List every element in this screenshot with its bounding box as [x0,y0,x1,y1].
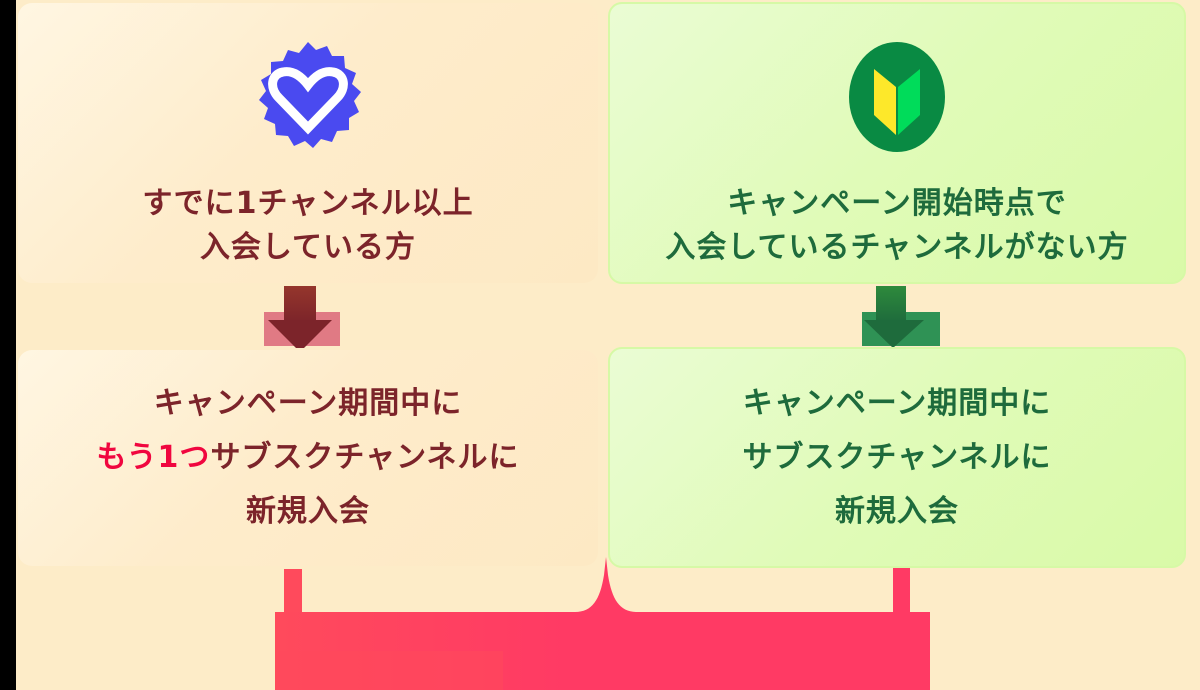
down-arrow-icon [264,286,340,348]
heart-badge-icon [249,38,367,156]
existing-member-card: すでに1チャンネル以上 入会している方 [18,3,598,283]
existing-member-condition-text: キャンペーン期間中に もう1つサブスクチャンネルに 新規入会 [96,386,520,529]
new-member-title: キャンペーン開始時点で 入会しているチャンネルがない方 [665,186,1129,265]
merge-bracket [275,557,930,690]
new-member-condition-card: キャンペーン期間中に サブスクチャンネルに 新規入会 [608,347,1186,568]
existing-member-title: すでに1チャンネル以上 入会している方 [142,186,474,265]
new-member-condition-text: キャンペーン期間中に サブスクチャンネルに 新規入会 [742,385,1052,529]
beginner-mark-icon [838,38,956,156]
left-edge-strip [0,0,16,690]
highlight-one-more: もう1つ [96,440,211,475]
down-arrow-icon [862,286,940,348]
existing-member-condition-card: キャンペーン期間中に もう1つサブスクチャンネルに 新規入会 [18,350,598,566]
new-member-card: キャンペーン開始時点で 入会しているチャンネルがない方 [608,2,1186,284]
